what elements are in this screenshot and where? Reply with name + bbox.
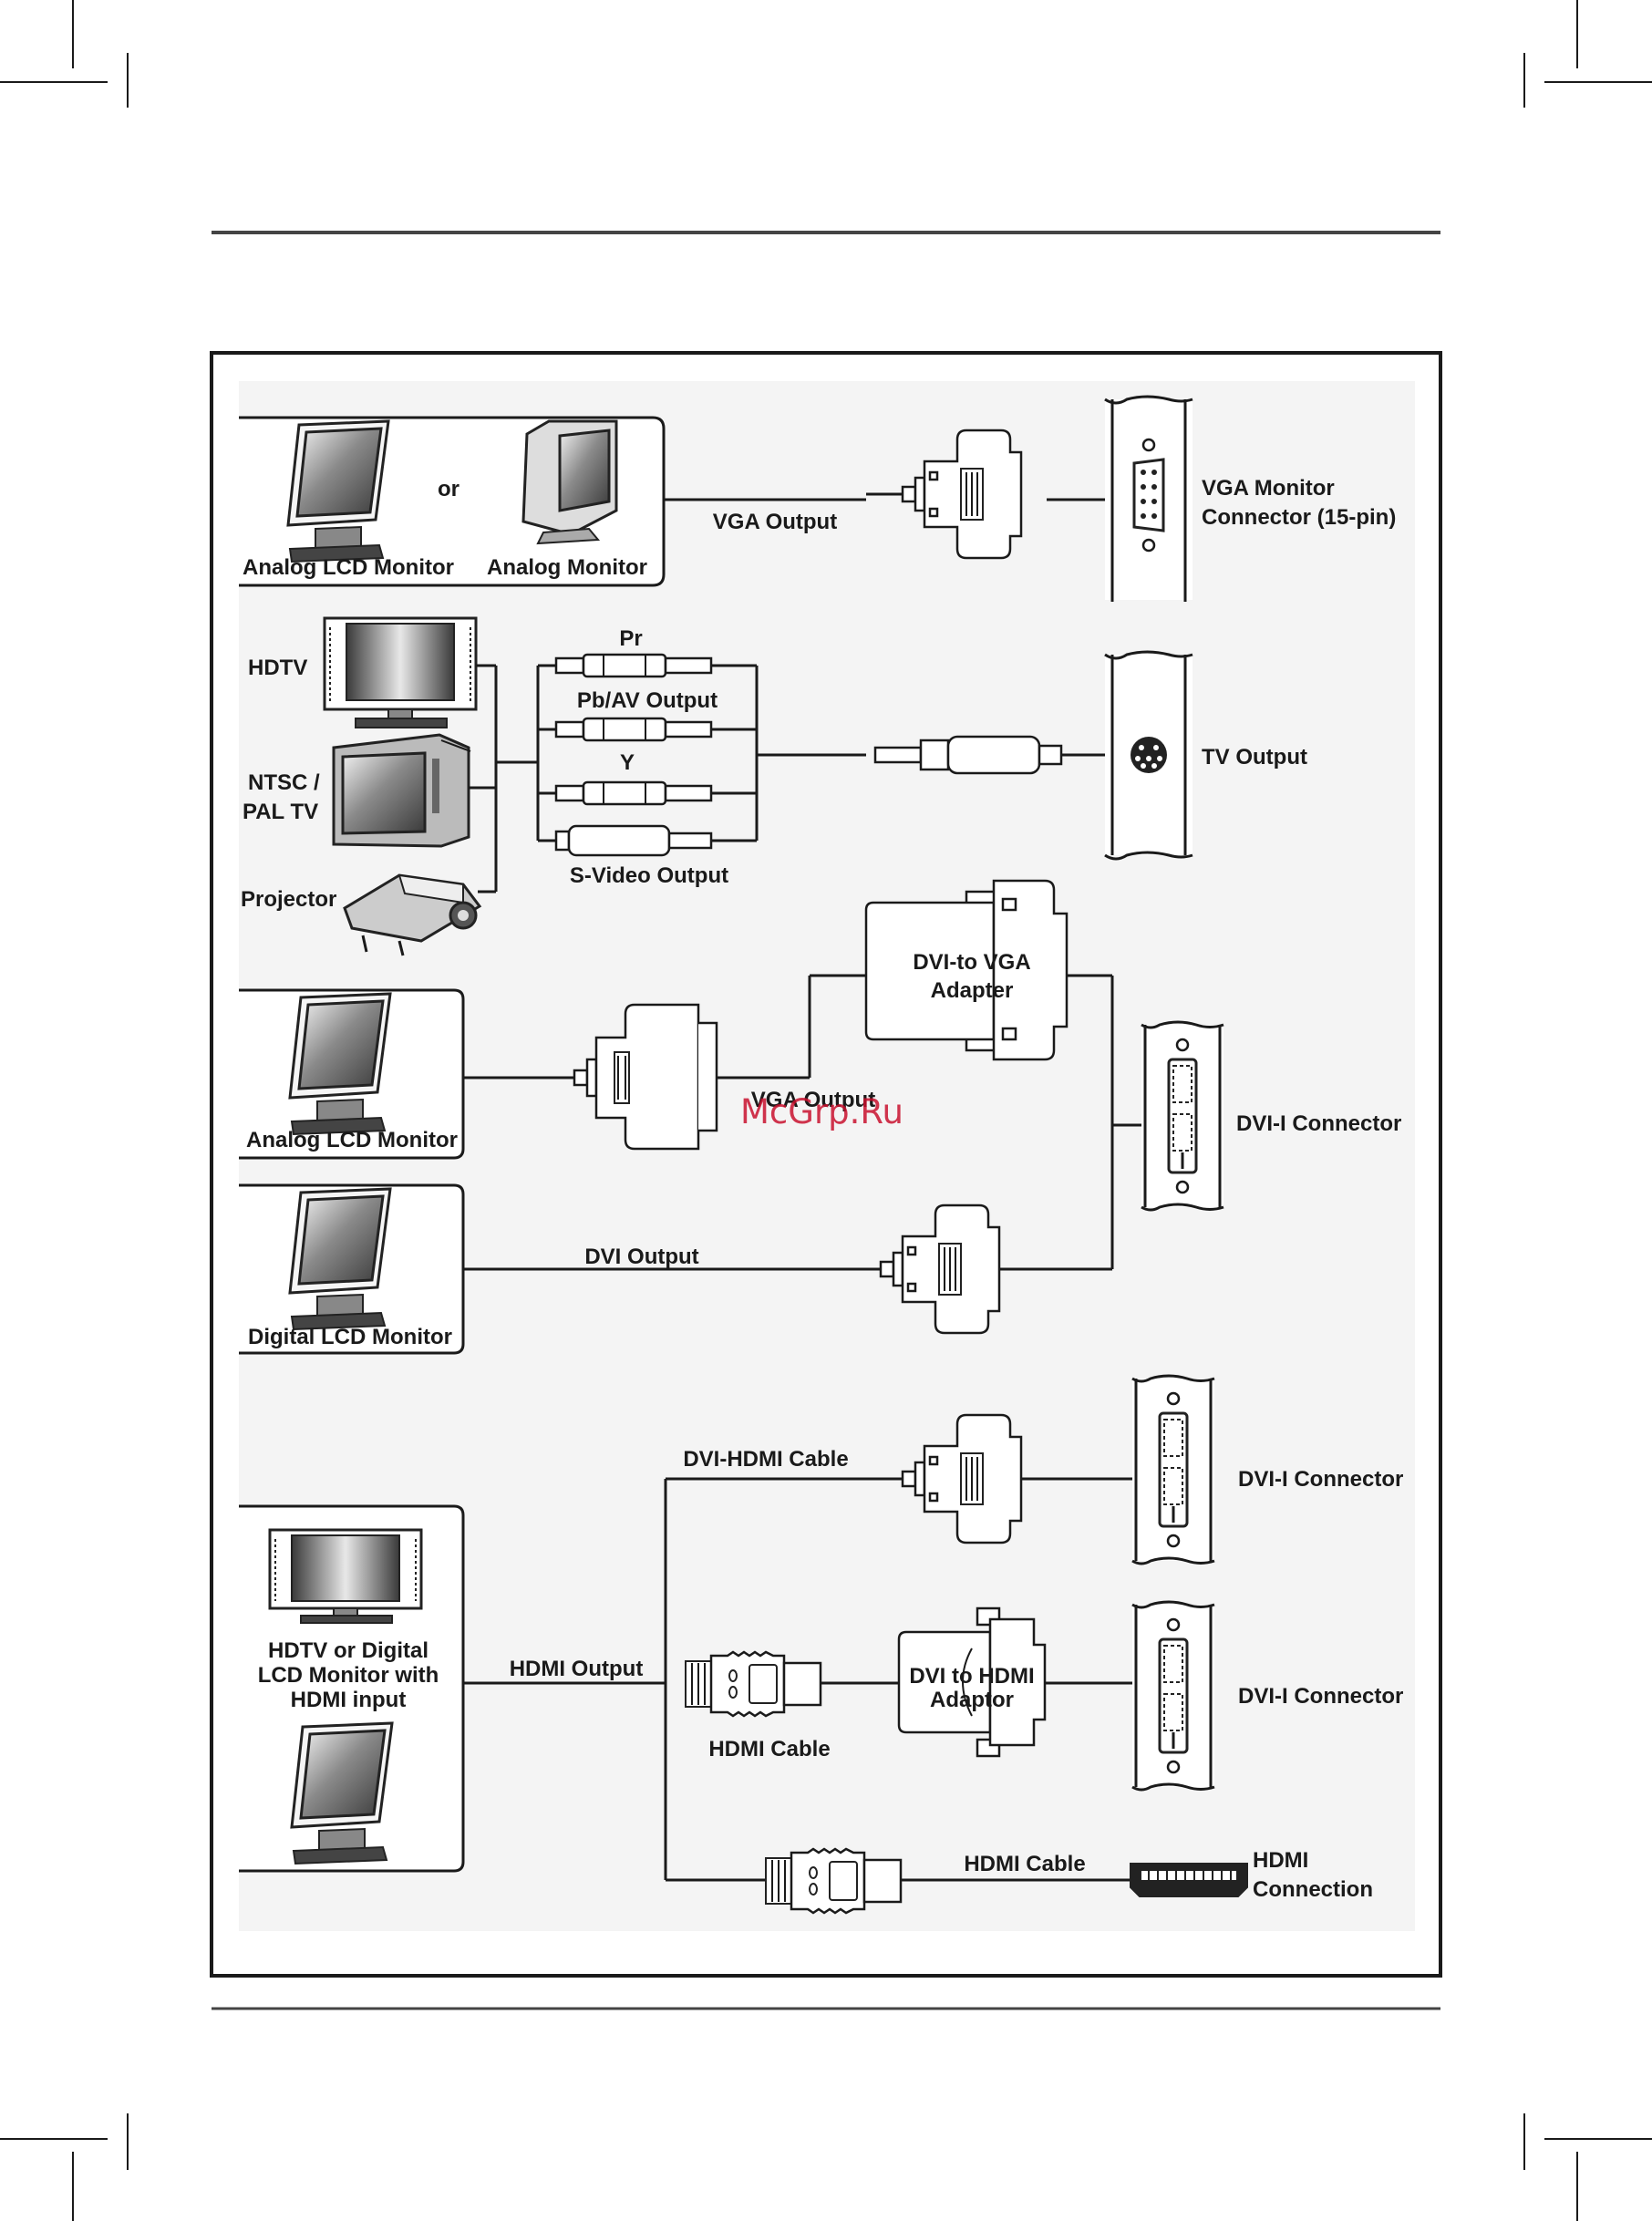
- vga-output-label: VGA Output: [713, 510, 837, 534]
- analog-lcd-label: Analog LCD Monitor: [243, 555, 454, 580]
- dvi-output-label: DVI Output: [584, 1245, 698, 1269]
- hdmi-port-label-1: HDMI: [1253, 1848, 1308, 1873]
- tv-output-label: TV Output: [1202, 745, 1307, 770]
- pr-label: Pr: [619, 626, 642, 651]
- pb-av-label: Pb/AV Output: [577, 688, 718, 713]
- vga-output-label-2: VGA Output: [751, 1088, 875, 1112]
- hdmi-cable-label-2: HDMI Cable: [964, 1852, 1085, 1876]
- hdmi-output-label: HDMI Output: [510, 1657, 644, 1681]
- projector-icon: [343, 873, 482, 956]
- vga-port-icon: [1104, 395, 1193, 602]
- dvi-hdmi-cable-label: DVI-HDMI Cable: [683, 1447, 848, 1472]
- hdmi-device-label-2: LCD Monitor with: [258, 1663, 439, 1688]
- hdtv-icon: [268, 1528, 423, 1624]
- adaptor-label-2: Adaptor: [930, 1688, 1014, 1712]
- svideo-plug-icon: [538, 824, 757, 857]
- hdmi-port-label-2: Connection: [1253, 1877, 1373, 1902]
- vga-port-label-1: VGA Monitor: [1202, 476, 1335, 501]
- dvi-port-label-2: DVI-I Connector: [1238, 1467, 1403, 1492]
- svideo-label: S-Video Output: [570, 863, 728, 888]
- dvi-port-icon: [1131, 1600, 1216, 1792]
- dvi-to-hdmi-adaptor-icon: [897, 1606, 1047, 1758]
- hdmi-device-label-1: HDTV or Digital: [268, 1638, 428, 1663]
- crt-tv-icon: [332, 733, 471, 848]
- rca-plug-icon: [538, 653, 757, 806]
- digital-lcd-label: Digital LCD Monitor: [248, 1325, 452, 1349]
- hdmi-device-label-3: HDMI input: [291, 1688, 407, 1712]
- dvi-vga-adapter-label-1: DVI-to VGA: [913, 950, 1030, 975]
- vga-section: or Analog LCD Monitor Analog Monitor VGA…: [239, 395, 1396, 602]
- y-label: Y: [620, 750, 635, 775]
- dvi-vga-adapter-label-2: Adapter: [931, 978, 1014, 1003]
- dvi-port-label-1: DVI-I Connector: [1236, 1111, 1401, 1136]
- adaptor-label-1: DVI to HDMI: [909, 1664, 1034, 1689]
- vga-plug-icon: [538, 1003, 718, 1151]
- svideo-port-icon: [1104, 650, 1193, 861]
- projector-label: Projector: [241, 887, 336, 912]
- ntsc-label-1: NTSC /: [248, 770, 320, 795]
- watermark: McGrp.Ru: [740, 1092, 903, 1131]
- ntsc-label-2: PAL TV: [243, 800, 318, 824]
- hdmi-cable-label-1: HDMI Cable: [708, 1737, 830, 1761]
- crt-monitor-icon: [521, 419, 618, 545]
- hdmi-section: HDTV or Digital LCD Monitor with HDMI in…: [239, 1374, 1403, 1915]
- hdmi-port-icon: [1130, 1863, 1248, 1897]
- vga-port-label-2: Connector (15-pin): [1202, 505, 1396, 530]
- analog-crt-label: Analog Monitor: [487, 555, 647, 580]
- hdtv-icon: [323, 616, 478, 728]
- or-label: or: [438, 477, 459, 501]
- tv-section: HDTV NTSC / PAL TV Projector: [241, 616, 1307, 956]
- dvi-port-icon: [1131, 1374, 1216, 1565]
- hdtv-label: HDTV: [248, 656, 307, 680]
- dvi-to-vga-adapter-icon: [864, 879, 1069, 1061]
- analog-lcd-label-2: Analog LCD Monitor: [246, 1128, 458, 1152]
- dvi-port-icon: [1140, 1020, 1225, 1212]
- dvi-port-label-3: DVI-I Connector: [1238, 1684, 1403, 1709]
- dvi-section: Analog LCD Monitor VGA Output DVI-to VGA…: [239, 879, 1401, 1355]
